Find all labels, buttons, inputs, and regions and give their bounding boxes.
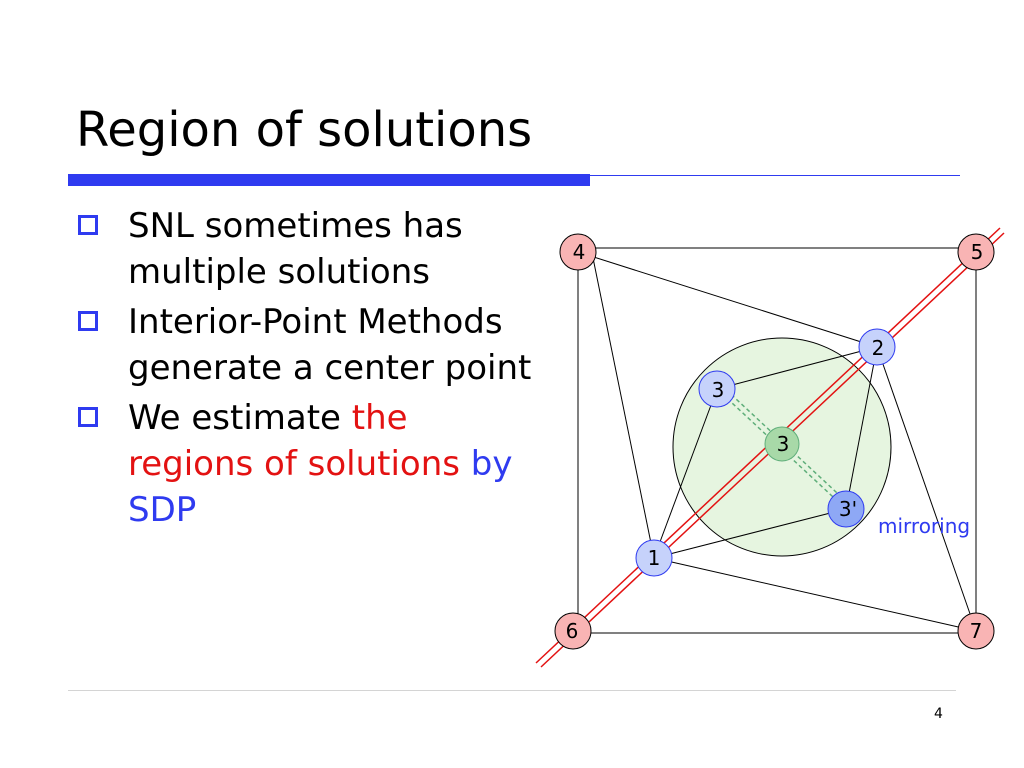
node-label: 3' <box>839 497 857 521</box>
mirror-dash-line <box>716 388 847 510</box>
anchor-node: 4 <box>559 233 597 271</box>
edge-1-7 <box>653 557 977 632</box>
bullet-text: Interior-Point Methods generate a center… <box>128 302 532 388</box>
anchor-node: 5 <box>957 233 995 271</box>
square-bullet-icon <box>78 215 98 235</box>
center-node: 3 <box>764 426 800 462</box>
sensor-node: 3 <box>698 370 736 408</box>
bullet-item: We estimate the regions of solutions by … <box>76 395 536 533</box>
node-label: 3 <box>777 432 790 456</box>
bullet-text: We estimate <box>128 398 352 438</box>
outer-square <box>577 247 977 634</box>
square-bullet-icon <box>78 311 98 331</box>
edge-4-1 <box>591 252 655 559</box>
node-label: 6 <box>566 619 579 643</box>
bullet-text-method: by SDP <box>128 444 513 530</box>
bullet-text-highlight: the regions of solutions <box>128 398 460 484</box>
slide-title: Region of solutions <box>76 102 533 158</box>
anchor-node: 6 <box>554 612 592 650</box>
edge-3-2 <box>716 346 878 390</box>
sensor-node: 3' <box>827 490 865 528</box>
node-label: 4 <box>573 240 586 264</box>
node-label: 3 <box>712 378 725 402</box>
bullet-item: SNL sometimes has multiple solutions <box>76 203 536 295</box>
title-underline-thin <box>590 175 960 176</box>
node-label: 5 <box>971 240 984 264</box>
bullet-item: Interior-Point Methods generate a center… <box>76 299 536 391</box>
bullet-list: SNL sometimes has multiple solutions Int… <box>76 203 536 537</box>
anchor-node: 7 <box>957 612 995 650</box>
node-label: 7 <box>970 619 983 643</box>
page-number: 4 <box>934 706 943 722</box>
node-label: 2 <box>872 336 885 360</box>
edge-2-3prime <box>845 346 878 510</box>
edge-4-2 <box>577 251 878 348</box>
node-label: 1 <box>648 546 661 570</box>
sensor-node: 1 <box>635 539 673 577</box>
bullet-text: SNL sometimes has multiple solutions <box>128 206 463 292</box>
sensor-node: 2 <box>858 328 896 366</box>
edge-1-3 <box>653 388 718 559</box>
mirror-dash-line <box>720 384 851 506</box>
edge-1-3prime <box>653 508 847 559</box>
title-underline-thick <box>68 174 590 186</box>
edge-2-7 <box>876 346 977 632</box>
mirroring-annotation: mirroring <box>878 514 970 538</box>
edge-group <box>577 251 977 632</box>
square-bullet-icon <box>78 407 98 427</box>
footer-divider <box>68 690 956 691</box>
